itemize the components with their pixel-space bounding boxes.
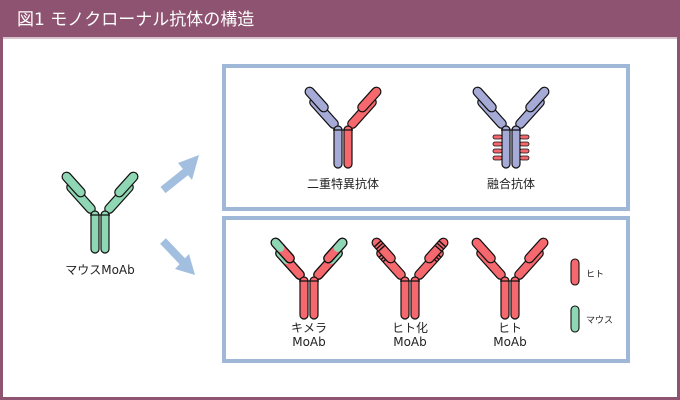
title-bar-shadow (3, 37, 677, 39)
legend-mouse-swatch (570, 305, 580, 333)
antibody-bispecific (304, 86, 382, 169)
title-bar: 図1 モノクローナル抗体の構造 (3, 3, 677, 37)
antibody-mouse-moab (61, 171, 139, 254)
label-chimeric-line1: キメラ (290, 321, 327, 335)
label-human-line1: ヒト (497, 321, 522, 335)
arrow-up-icon (160, 155, 199, 194)
antibody-fusion (472, 86, 550, 169)
label-human-line2: MoAb (493, 335, 527, 349)
label-mouse-moab: マウスMoAb (65, 263, 135, 277)
label-fusion: 融合抗体 (486, 177, 535, 191)
label-bispecific: 二重特異抗体 (306, 177, 379, 191)
arrow-down-icon (160, 238, 195, 275)
diagram-canvas (61, 64, 630, 363)
legend-human-swatch (570, 258, 580, 286)
antibody-humanized (371, 237, 449, 320)
antibody-human (471, 237, 549, 320)
label-chimeric-line2: MoAb (292, 335, 326, 349)
label-humanized-line1: ヒト化 (391, 321, 428, 335)
figure-title: 図1 モノクローナル抗体の構造 (17, 10, 255, 30)
antibody-chimeric (270, 237, 348, 320)
legend-human-label: ヒト (586, 270, 605, 280)
humanized-antibody-box (222, 216, 630, 363)
engineered-antibody-box (222, 64, 630, 211)
legend-mouse-label: マウス (586, 316, 614, 326)
label-humanized-line2: MoAb (393, 335, 427, 349)
